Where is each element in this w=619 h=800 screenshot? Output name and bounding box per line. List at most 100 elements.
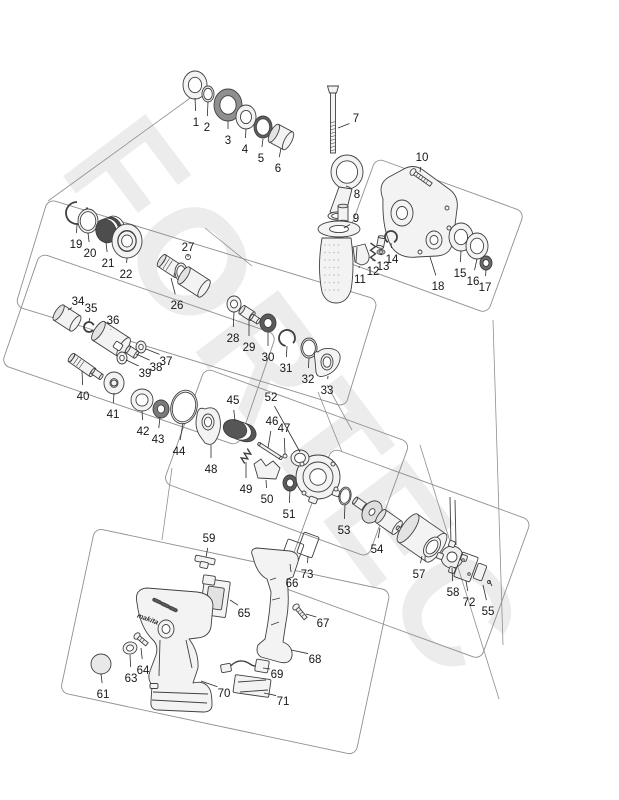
part-shape-ring [253,115,273,139]
part-number-label: 22 [120,269,133,281]
part-callout-42: 42 [137,410,150,438]
callout-leader-line [88,317,91,323]
part-callout-41: 41 [107,392,119,421]
callout-leader-line [87,232,90,243]
callout-leader-line [125,359,139,367]
part-shape-cyl [267,123,295,151]
part-number-label: 53 [338,525,351,537]
part-shape-ring [226,295,242,313]
callout-leader-line [245,128,247,139]
part-number-label: 17 [479,282,492,294]
part-number-label: 11 [354,274,366,286]
part-shape-dot [90,653,112,675]
part-shape-line [237,679,269,693]
assembly-group-box-2 [16,200,377,406]
callout-leader-line [420,555,423,564]
part-shape-path [352,243,370,266]
part-shape-path [136,587,214,713]
part-shape-line [151,639,209,704]
callout-leader-line [67,307,73,311]
part-callout-18: 18 [429,256,444,293]
callout-leader-line [307,555,309,564]
assembly-group-box-5 [283,449,530,658]
assembly-link-line [204,227,253,267]
part-callout-13: 13 [377,253,389,273]
part-number-label: 38 [150,362,163,374]
callout-leader-line [429,256,437,276]
part-shape-dot [333,486,339,492]
callout-leader-line [377,527,381,539]
part-number-label: 7 [353,113,359,125]
part-shape-dot [282,453,288,459]
part-number-label: 44 [173,446,186,458]
part-number-label: 6 [275,163,281,175]
part-shape-ring [320,353,334,371]
part-shape-dot [110,379,118,387]
callout-leader-line [263,692,277,696]
callout-leader-line [459,250,462,263]
part-shape-dots [324,244,340,291]
part-number-label: 46 [266,416,279,428]
callout-leader-line [200,680,218,688]
part-shape-cyl [52,304,82,332]
part-number-label: 47 [278,423,291,435]
part-callout-8: 8 [345,185,360,201]
part-number-label: 42 [137,426,150,438]
part-shape-dot [446,551,458,563]
part-callout-11: 11 [354,265,366,286]
part-number-label: 55 [482,606,495,618]
part-shape-rect [436,552,444,560]
assembly-group-box-3 [3,254,275,445]
callout-leader-line [482,584,487,601]
part-shape-path [319,237,354,304]
part-number-label: 68 [309,654,322,666]
part-shape-rect [473,562,487,582]
part-shape-ring [423,536,441,558]
part-callout-33: 33 [321,375,333,397]
part-callout-26: 26 [171,277,183,312]
part-shape-ring [330,154,364,190]
part-callout-63: 63 [125,654,137,685]
part-callout-45: 45 [227,395,239,422]
part-shape-ring [338,486,352,506]
part-shape-dot [417,249,423,255]
callout-leader-line [345,185,351,188]
part-shape-dot [299,461,305,467]
part-callout-65: 65 [229,599,251,620]
part-number-label: 29 [243,342,256,354]
part-shape-dot [301,490,307,496]
part-number-label: 61 [97,689,110,701]
part-callout-53: 53 [338,504,351,537]
part-shape-cyl [257,441,283,461]
part-callout-73: 73 [301,555,313,581]
part-number-label: 3 [225,135,231,147]
part-callout-27: 27 [182,242,194,257]
part-callout-16: 16 [467,258,479,288]
part-number-label: 31 [280,363,293,375]
part-callout-32: 32 [302,357,315,386]
part-callout-43: 43 [152,416,164,446]
part-number-label: 30 [262,352,275,364]
part-callout-71: 71 [263,692,289,708]
part-number-label: 65 [238,608,251,620]
part-shape-ring [479,255,493,271]
part-number-label: 64 [137,665,150,677]
callout-leader-line [113,392,115,404]
part-shape-ring [213,88,243,122]
part-shape-dot [446,225,452,231]
callout-leader-line [262,667,271,670]
part-shape-cyl [124,345,140,359]
part-number-label: 32 [302,374,315,386]
part-callout-69: 69 [262,667,283,681]
part-shape-cyl [376,235,386,249]
part-shape-ring [130,388,154,412]
part-callout-51: 51 [283,489,295,521]
part-number-label: 8 [354,189,360,201]
callout-leader-line [283,437,286,455]
part-shape-dot [444,205,450,211]
part-callout-66: 66 [286,563,298,590]
assembly-link-line [47,95,194,202]
part-shape-rect [149,683,159,689]
part-shape-rect [296,531,320,559]
part-number-label: 57 [413,569,426,581]
